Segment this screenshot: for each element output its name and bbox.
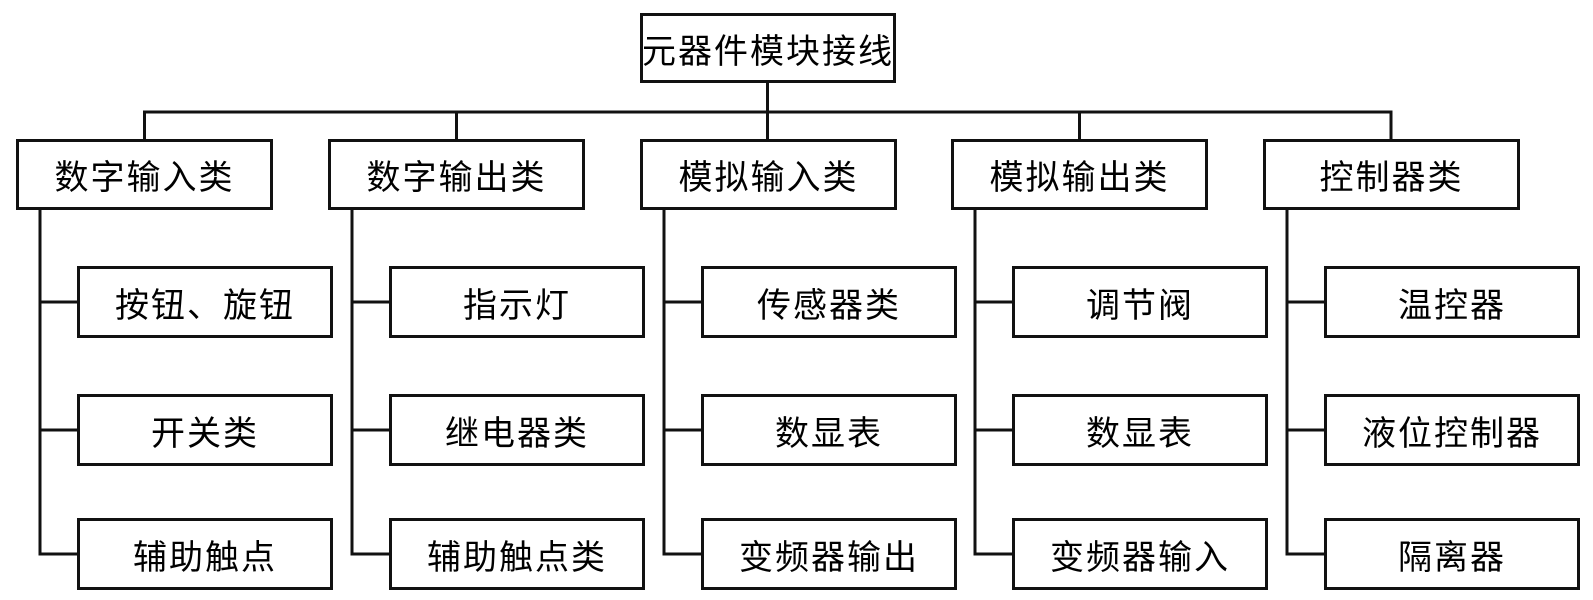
leaf-label: 变频器输出 bbox=[739, 539, 919, 577]
leaf-node-button-knob: 按钮、旋钮 bbox=[77, 266, 333, 338]
leaf-label: 指示灯 bbox=[463, 287, 571, 325]
leaf-node-auxiliary-contact-type: 辅助触点类 bbox=[389, 518, 645, 590]
leaf-node-digital-display-meter: 数显表 bbox=[1012, 394, 1268, 466]
leaf-label: 液位控制器 bbox=[1362, 415, 1542, 453]
leaf-label: 数显表 bbox=[775, 415, 883, 453]
leaf-label: 调节阀 bbox=[1086, 287, 1194, 325]
leaf-label: 继电器类 bbox=[445, 415, 589, 453]
leaf-node-sensor-type: 传感器类 bbox=[701, 266, 957, 338]
leaf-label: 数显表 bbox=[1086, 415, 1194, 453]
category-label: 模拟输出类 bbox=[989, 160, 1170, 197]
leaf-node-switch-type: 开关类 bbox=[77, 394, 333, 466]
leaf-label: 辅助触点类 bbox=[427, 539, 607, 577]
category-node-digital-input: 数字输入类 bbox=[16, 139, 273, 210]
leaf-node-digital-display-meter: 数显表 bbox=[701, 394, 957, 466]
leaf-node-inverter-output: 变频器输出 bbox=[701, 518, 957, 590]
leaf-node-relay-type: 继电器类 bbox=[389, 394, 645, 466]
category-node-analog-output: 模拟输出类 bbox=[951, 139, 1208, 210]
leaf-node-indicator-light: 指示灯 bbox=[389, 266, 645, 338]
leaf-node-auxiliary-contact: 辅助触点 bbox=[77, 518, 333, 590]
category-label: 模拟输入类 bbox=[678, 160, 859, 197]
leaf-label: 传感器类 bbox=[757, 287, 901, 325]
category-node-analog-input: 模拟输入类 bbox=[640, 139, 897, 210]
leaf-label: 按钮、旋钮 bbox=[115, 287, 295, 325]
leaf-label: 开关类 bbox=[151, 415, 259, 453]
leaf-label: 辅助触点 bbox=[133, 539, 277, 577]
category-label: 数字输入类 bbox=[54, 160, 235, 197]
leaf-node-level-controller: 液位控制器 bbox=[1324, 394, 1580, 466]
category-node-controller: 控制器类 bbox=[1263, 139, 1520, 210]
leaf-node-regulating-valve: 调节阀 bbox=[1012, 266, 1268, 338]
leaf-node-temperature-controller: 温控器 bbox=[1324, 266, 1580, 338]
root-node-label: 元器件模块接线 bbox=[642, 33, 894, 71]
root-node-component-module-wiring: 元器件模块接线 bbox=[640, 13, 896, 83]
leaf-label: 温控器 bbox=[1398, 287, 1506, 325]
category-node-digital-output: 数字输出类 bbox=[328, 139, 585, 210]
category-label: 控制器类 bbox=[1319, 160, 1464, 197]
leaf-label: 变频器输入 bbox=[1050, 539, 1230, 577]
category-label: 数字输出类 bbox=[366, 160, 547, 197]
leaf-label: 隔离器 bbox=[1398, 539, 1506, 577]
leaf-node-isolator: 隔离器 bbox=[1324, 518, 1580, 590]
leaf-node-inverter-input: 变频器输入 bbox=[1012, 518, 1268, 590]
